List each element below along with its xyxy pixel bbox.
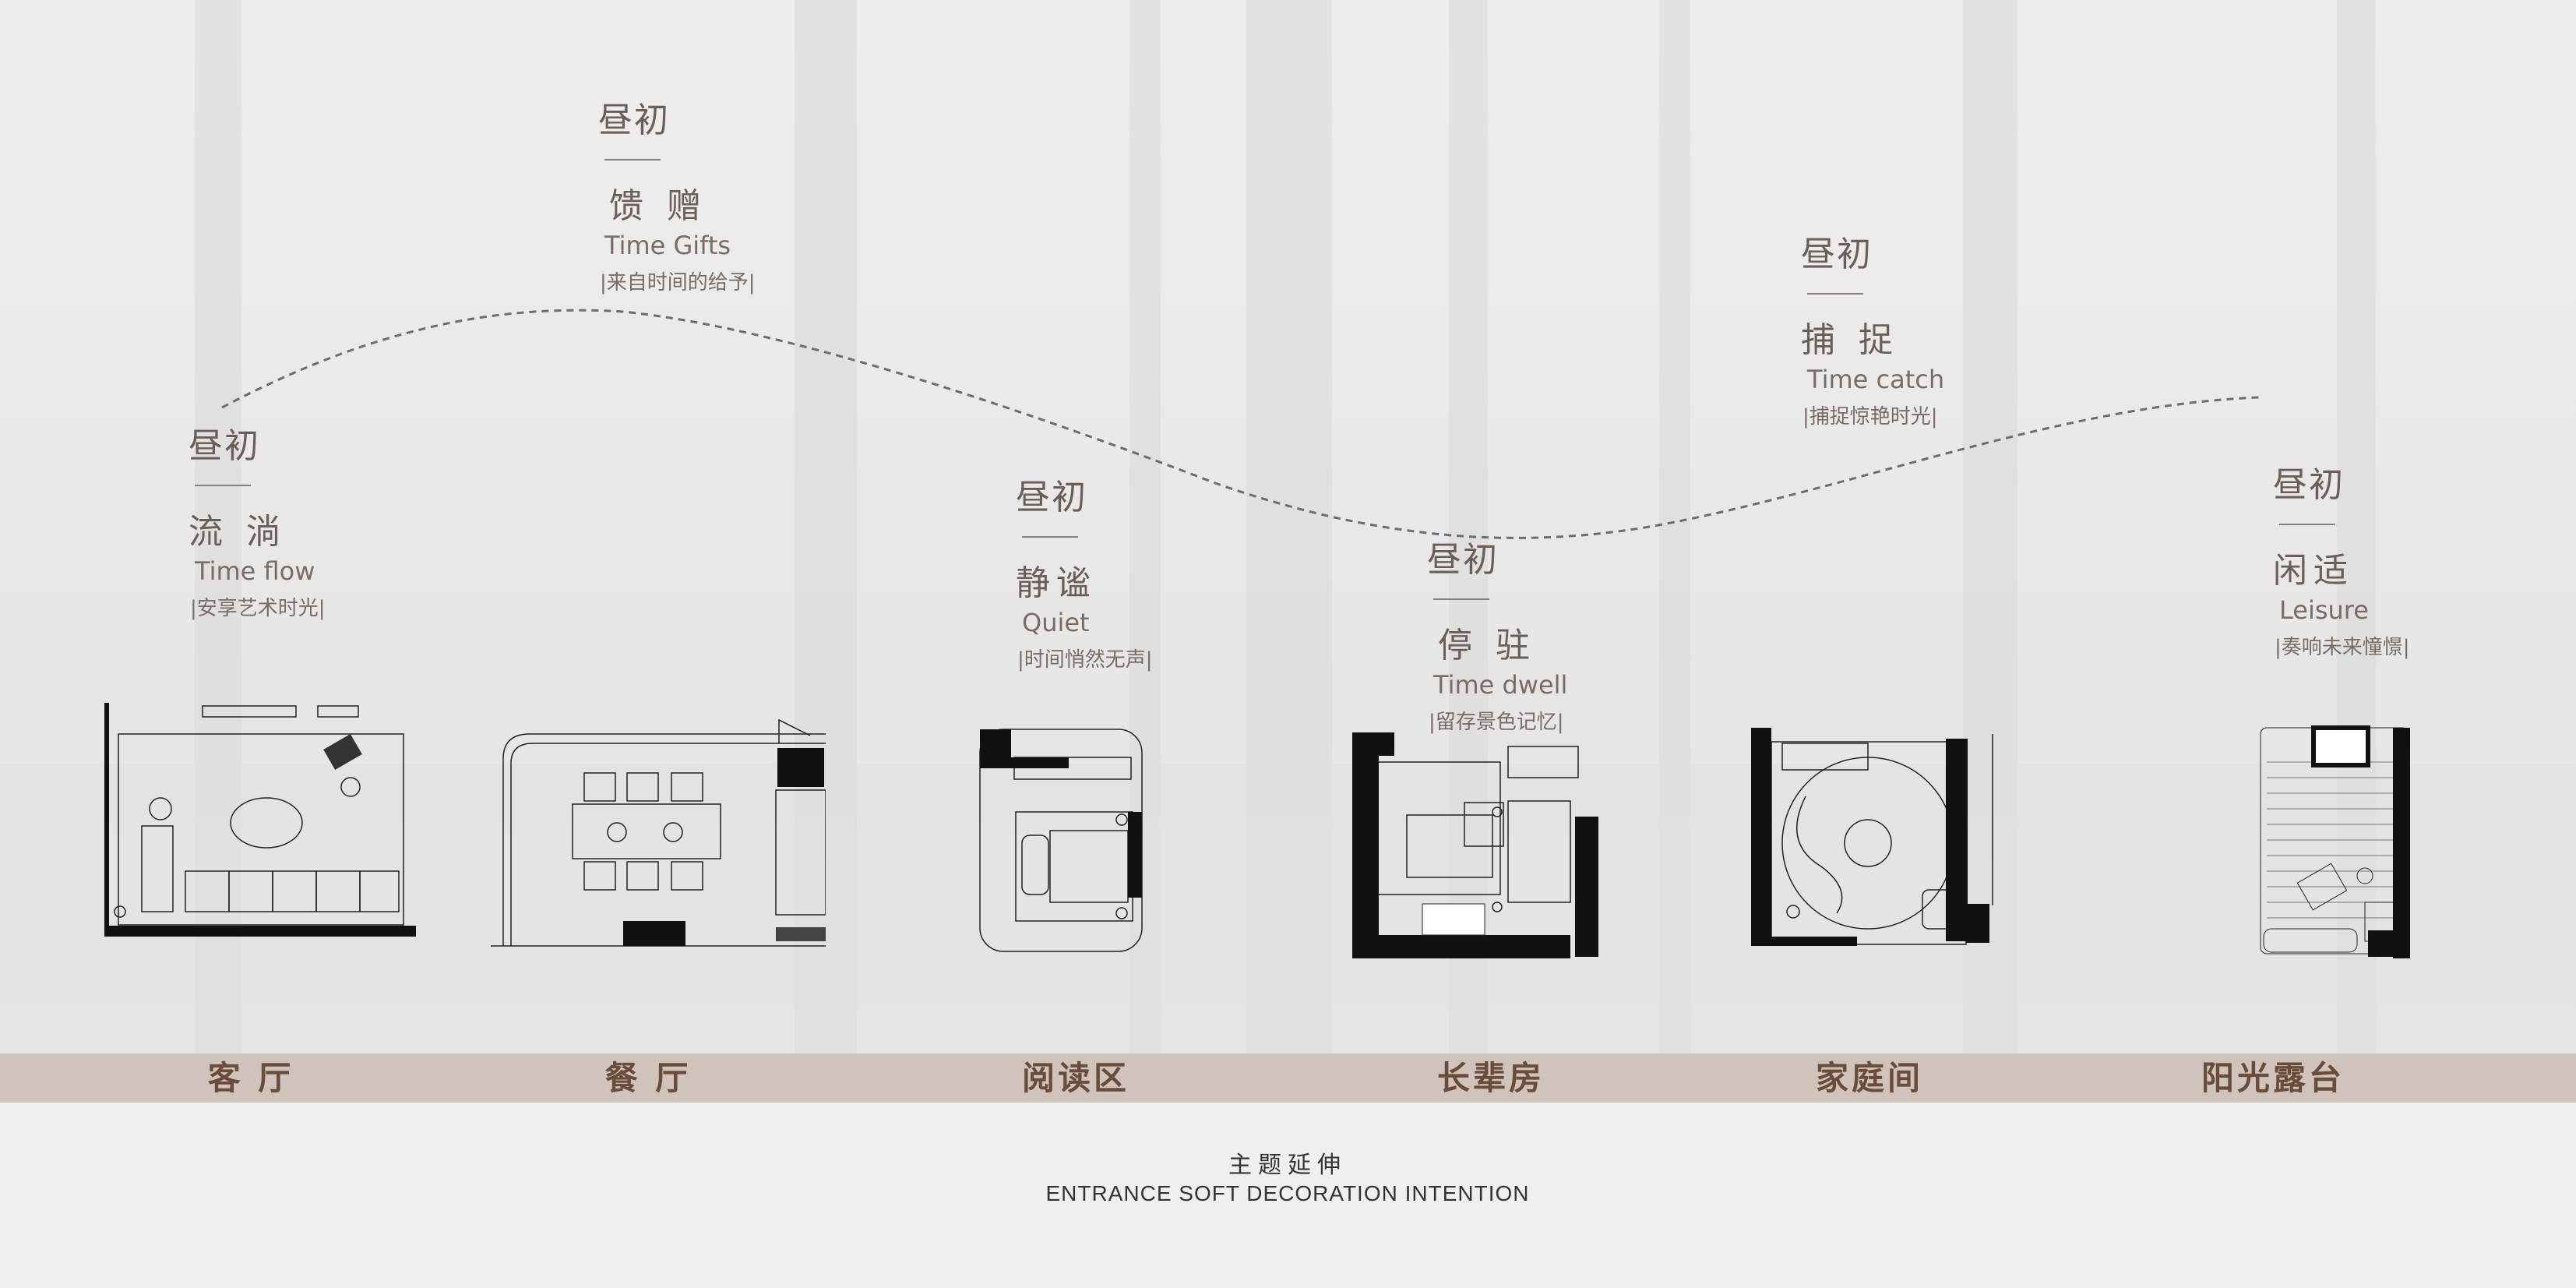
divider (1433, 598, 1489, 600)
divider (1022, 536, 1078, 538)
label-subtitle: |捕捉惊艳时光| (1802, 405, 1938, 429)
label-elder-room: 昼初 停 驻 Time dwell |留存景色记忆| (1427, 531, 1567, 735)
elder-room-floor-plan (1352, 732, 1598, 958)
label-english: Time dwell (1433, 670, 1568, 700)
label-subtitle: |安享艺术时光| (190, 597, 326, 620)
room-name-band (0, 1053, 2576, 1103)
label-sun-terrace: 昼初 闲适 Leisure |奏响未来憧憬| (2273, 457, 2410, 660)
room-label-dining: 餐 厅 (604, 1059, 692, 1097)
label-title: 闲适 (2273, 551, 2354, 591)
label-prefix: 昼初 (1801, 235, 1873, 274)
room-label-terrace: 阳光露台 (2201, 1059, 2345, 1097)
reading-area-floor-plan (975, 726, 1147, 960)
label-title: 静谧 (1016, 563, 1097, 603)
label-subtitle: |奏响未来憧憬| (2275, 636, 2410, 659)
dining-room-floor-plan (467, 712, 826, 954)
footer-subtitle: ENTRANCE SOFT DECORATION INTENTION (1045, 1181, 1530, 1205)
room-label-elder: 长辈房 (1436, 1059, 1545, 1097)
divider (195, 485, 251, 486)
label-english: Time Gifts (604, 231, 731, 260)
label-title: 停 驻 (1438, 626, 1536, 665)
label-prefix: 昼初 (189, 426, 260, 466)
label-prefix: 昼初 (598, 101, 670, 140)
label-subtitle: |来自时间的给予| (600, 271, 756, 295)
label-title: 馈 赠 (609, 186, 707, 226)
room-label-living: 客 厅 (207, 1059, 294, 1097)
label-dining: 昼初 馈 赠 Time Gifts |来自时间的给予| (598, 92, 756, 295)
label-title: 流 淌 (189, 512, 287, 552)
family-room-floor-plan (1751, 728, 2016, 946)
divider (604, 159, 661, 161)
sun-terrace-floor-plan (2256, 715, 2410, 958)
label-reading: 昼初 静谧 Quiet |时间悄然无声| (1016, 469, 1153, 672)
divider (2279, 524, 2335, 525)
room-label-reading: 阅读区 (1021, 1059, 1129, 1097)
label-prefix: 昼初 (2273, 465, 2345, 505)
footer-title: 主题延伸 (1228, 1152, 1347, 1179)
living-room-floor-plan (104, 703, 416, 937)
label-subtitle: |时间悄然无声| (1017, 648, 1153, 672)
label-subtitle: |留存景色记忆| (1429, 711, 1564, 734)
label-prefix: 昼初 (1016, 478, 1087, 517)
divider (1807, 293, 1863, 295)
label-title: 捕 捉 (1801, 320, 1899, 360)
label-english: Time flow (195, 556, 315, 586)
room-label-family: 家庭间 (1815, 1059, 1923, 1097)
label-english: Leisure (2279, 595, 2369, 625)
label-prefix: 昼初 (1427, 540, 1499, 580)
label-english: Time catch (1807, 365, 1945, 394)
label-english: Quiet (1022, 608, 1090, 637)
label-family-room: 昼初 捕 捉 Time catch |捕捉惊艳时光| (1801, 226, 1944, 429)
label-living: 昼初 流 淌 Time flow |安享艺术时光| (189, 418, 326, 621)
